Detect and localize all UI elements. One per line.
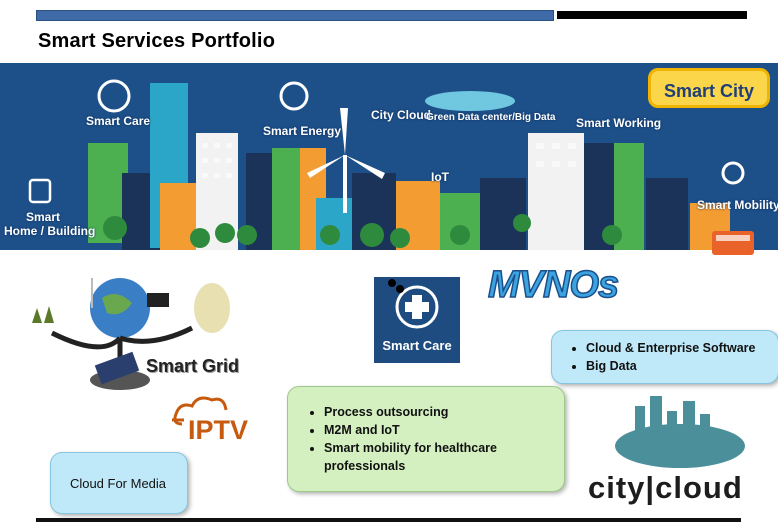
label-smart-home-2: Home / Building <box>4 224 96 238</box>
top-black-bar <box>557 11 747 19</box>
cloud-for-media-label: Cloud For Media <box>69 476 167 491</box>
callout-item: Process outsourcing <box>324 403 564 421</box>
label-smart-working: Smart Working <box>576 116 662 130</box>
city-cloud-logo: city|cloud <box>588 470 743 505</box>
smart-care-label: Smart Care <box>382 338 452 353</box>
label-city-cloud: City Cloud <box>371 108 431 122</box>
medical-cross-icon <box>388 279 439 329</box>
top-blue-bar <box>36 10 554 21</box>
page-title: Smart Services Portfolio <box>38 30 276 52</box>
smart-grid-label: Smart Grid <box>146 356 240 376</box>
smart-city-badge: Smart City <box>648 68 770 108</box>
label-green-data: Green Data center/Big Data <box>426 112 556 123</box>
cyan-callout <box>50 452 188 514</box>
label-smart-home-1: Smart <box>26 210 61 224</box>
blue-callout: Cloud & Enterprise Software Big Data <box>551 330 778 384</box>
callout-item: Smart mobility for healthcare profession… <box>324 439 564 475</box>
label-smart-care: Smart Care <box>86 114 151 128</box>
green-callout: Process outsourcing M2M and IoT Smart mo… <box>287 386 565 492</box>
iptv-logo: IPTV <box>188 415 249 445</box>
callout-item: Big Data <box>586 357 778 375</box>
smart-care-box <box>374 277 460 363</box>
smart-grid-illustration <box>32 278 230 390</box>
bottom-divider <box>36 518 741 522</box>
callout-item: M2M and IoT <box>324 421 564 439</box>
iptv-cloud-icon <box>172 396 228 426</box>
label-smart-mobility: Smart Mobility <box>697 198 778 212</box>
label-iot: IoT <box>431 170 449 184</box>
mvnos-logo: MVNOs <box>487 263 620 307</box>
callout-item: Cloud & Enterprise Software <box>586 339 778 357</box>
label-smart-energy: Smart Energy <box>263 124 342 138</box>
city-cloud-graphic <box>615 396 745 468</box>
